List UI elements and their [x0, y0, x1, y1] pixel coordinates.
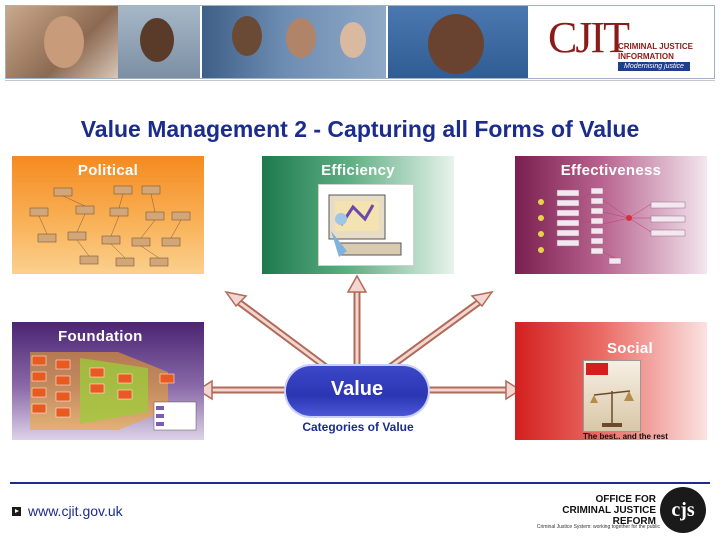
effectiveness-box: Effectiveness	[515, 156, 707, 274]
header-photo	[202, 6, 386, 78]
cjs-logo-badge: cjs	[660, 487, 706, 533]
website-link[interactable]: www.cjit.gov.uk	[28, 503, 123, 519]
value-node: Value	[286, 366, 428, 416]
ocjr-line1: OFFICE FOR	[595, 494, 656, 505]
foundation-box: Foundation	[12, 322, 204, 440]
economist-cover-image	[583, 360, 641, 432]
cjit-logo: CJIT CRIMINAL JUSTICE INFORMATION TECHNO…	[538, 6, 714, 78]
header-divider	[5, 80, 715, 81]
social-caption: The best.. and the rest	[583, 432, 668, 440]
efficiency-label: Efficiency	[321, 162, 395, 179]
cjit-logo-line1: CRIMINAL JUSTICE	[618, 42, 693, 51]
cjit-logo-tagline: Modernising justice	[618, 62, 690, 71]
header-photo	[388, 6, 528, 78]
ocjr-logo: OFFICE FOR CRIMINAL JUSTICE REFORM	[532, 494, 656, 527]
play-bullet-icon	[12, 507, 21, 516]
political-label: Political	[77, 162, 139, 179]
arrowhead	[224, 290, 248, 308]
foundation-label: Foundation	[58, 328, 143, 345]
header-photo	[118, 6, 200, 78]
effectiveness-label: Effectiveness	[560, 162, 662, 179]
foundation-diagram	[30, 352, 197, 431]
header-photo	[6, 6, 118, 78]
cjit-logo-mark: CJIT	[548, 13, 630, 62]
footer-divider	[10, 482, 710, 484]
value-sublabel: Categories of Value	[302, 420, 414, 434]
header-banner: CJIT CRIMINAL JUSTICE INFORMATION TECHNO…	[5, 5, 715, 79]
social-label: Social	[607, 340, 653, 357]
arrow-to-political	[233, 297, 333, 373]
arrow-to-effectiveness	[383, 297, 485, 373]
computer-clipart-icon	[328, 194, 402, 257]
efficiency-clipart	[318, 184, 414, 266]
political-network-diagram	[29, 185, 191, 267]
efficiency-box: Efficiency	[262, 156, 454, 274]
political-box: Political	[12, 156, 204, 274]
value-label: Value	[330, 378, 384, 400]
slide-title: Value Management 2 - Capturing all Forms…	[80, 116, 640, 142]
ocjr-line2: CRIMINAL JUSTICE REFORM	[562, 505, 656, 527]
arrowhead	[470, 290, 494, 308]
ocjr-tagline: Criminal Justice System: working togethe…	[536, 524, 660, 530]
effectiveness-diagram	[538, 187, 686, 265]
arrowhead	[346, 274, 368, 293]
social-box: Social The best.. and the rest	[515, 322, 707, 440]
